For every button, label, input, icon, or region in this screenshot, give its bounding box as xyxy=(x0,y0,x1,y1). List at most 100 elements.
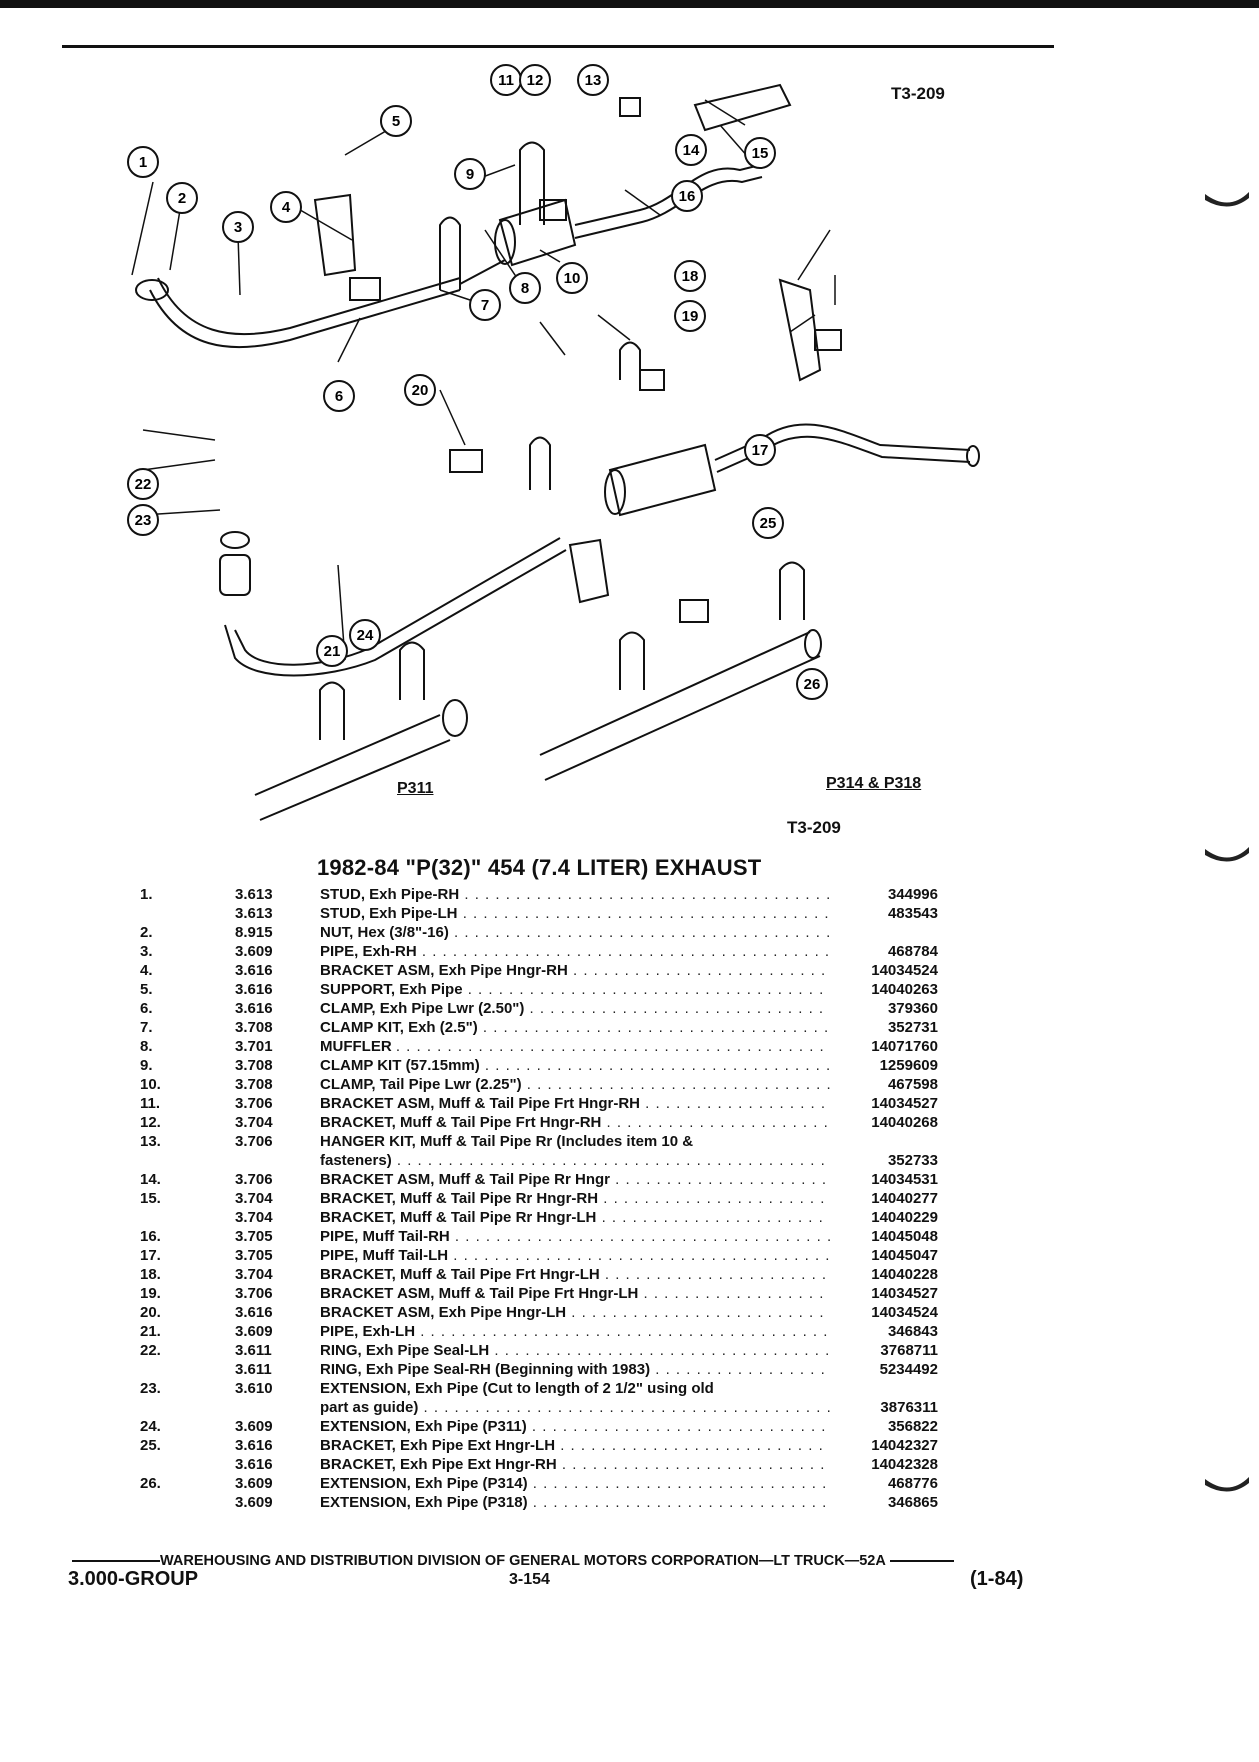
part-name: PIPE, xyxy=(320,943,359,960)
part-name: SUPPORT, xyxy=(320,981,396,998)
leader-dots: . . . . . . . . . . . . . . . . . . . . … xyxy=(467,981,830,998)
part-description: MUFFLER . . . . . . . . . . . . . . . . … xyxy=(320,1037,830,1056)
group-number: 3.609 xyxy=(235,1494,273,1511)
leader-dots: . . . . . . . . . . . . . . . . . . . . … xyxy=(395,1038,830,1055)
group-number: 3.616 xyxy=(235,981,273,998)
part-description: NUT, Hex (3/8"-16) . . . . . . . . . . .… xyxy=(320,923,830,942)
part-detail: Exh-RH xyxy=(362,943,417,960)
callout-12: 12 xyxy=(519,64,551,96)
svg-text:3: 3 xyxy=(234,219,242,236)
svg-text:4: 4 xyxy=(282,199,291,216)
part-number: 346843 xyxy=(887,1323,938,1340)
svg-text:13: 13 xyxy=(585,72,602,89)
item-number: 6. xyxy=(140,1000,153,1017)
callout-14: 14 xyxy=(675,134,707,166)
leader-dots: . . . . . . . . . . . . . . . . . . . . … xyxy=(655,1361,830,1378)
part-description: PIPE, Exh-LH . . . . . . . . . . . . . .… xyxy=(320,1322,830,1341)
leader-dots: . . . . . . . . . . . . . . . . . . . . … xyxy=(454,1228,830,1245)
leader-dots: . . . . . . . . . . . . . . . . . . . . … xyxy=(453,1247,830,1264)
part-detail: Exh Pipe xyxy=(399,981,463,998)
group-number: 3.616 xyxy=(235,1000,273,1017)
part-name: BRACKET ASM, xyxy=(320,962,435,979)
item-number: 7. xyxy=(140,1019,153,1036)
part-description: part as guide) . . . . . . . . . . . . .… xyxy=(320,1398,830,1417)
part-description: BRACKET, Muff & Tail Pipe Rr Hngr-LH . .… xyxy=(320,1208,830,1227)
binder-mark xyxy=(1205,847,1249,862)
group-number: 3.616 xyxy=(235,1437,273,1454)
part-detail: Exh Pipe Lwr (2.50") xyxy=(379,1000,525,1017)
callout-22: 22 xyxy=(127,468,159,500)
footer-division: WAREHOUSING AND DISTRIBUTION DIVISION OF… xyxy=(160,1553,886,1569)
part-name: PIPE, xyxy=(320,1323,359,1340)
part-number: 5234492 xyxy=(879,1361,938,1378)
part-number: 344996 xyxy=(887,886,938,903)
group-number: 3.706 xyxy=(235,1095,273,1112)
part-detail: Muff & Tail Pipe Rr Hngr-RH xyxy=(400,1190,599,1207)
part-name: BRACKET, xyxy=(320,1209,396,1226)
part-name: EXTENSION, xyxy=(320,1494,411,1511)
part-name: BRACKET ASM, xyxy=(320,1304,435,1321)
callout-3: 3 xyxy=(222,211,254,243)
leader-dots: . . . . . . . . . . . . . . . . . . . . … xyxy=(396,1152,830,1169)
part-name: CLAMP KIT, xyxy=(320,1019,404,1036)
footer-group: 3.000-GROUP xyxy=(68,1568,199,1590)
group-number: 3.609 xyxy=(235,1475,273,1492)
group-number: 3.610 xyxy=(235,1380,273,1397)
callout-15: 15 xyxy=(744,137,776,169)
rh-pipe xyxy=(149,289,461,349)
part-description: PIPE, Muff Tail-LH . . . . . . . . . . .… xyxy=(320,1246,830,1265)
item-number: 11. xyxy=(140,1095,161,1112)
part-detail: Tail Pipe Lwr (2.25") xyxy=(379,1076,522,1093)
lh-muffler xyxy=(608,443,717,517)
leader-dots: . . . . . . . . . . . . . . . . . . . . … xyxy=(571,1304,830,1321)
item-number: 9. xyxy=(140,1057,153,1074)
part-detail: Hex (3/8"-16) xyxy=(357,924,449,941)
callout-10: 10 xyxy=(556,262,588,294)
group-number: 3.609 xyxy=(235,1418,273,1435)
callout-20: 20 xyxy=(404,374,436,406)
part-description: HANGER KIT, Muff & Tail Pipe Rr (Include… xyxy=(320,1132,830,1151)
part-detail: Exh Pipe Ext Hngr-RH xyxy=(400,1456,557,1473)
group-number: 3.704 xyxy=(235,1266,273,1283)
svg-text:11: 11 xyxy=(498,72,514,89)
group-number: 3.701 xyxy=(235,1038,273,1055)
part-description: CLAMP KIT, Exh (2.5") . . . . . . . . . … xyxy=(320,1018,830,1037)
group-number: 3.708 xyxy=(235,1019,273,1036)
view-label-p314-p318: P314 & P318 xyxy=(826,775,922,792)
part-description: BRACKET ASM, Exh Pipe Hngr-RH . . . . . … xyxy=(320,961,830,980)
callout-13: 13 xyxy=(577,64,609,96)
leader-dots: . . . . . . . . . . . . . . . . . . . . … xyxy=(529,1000,830,1017)
svg-text:15: 15 xyxy=(752,145,769,162)
item-number: 15. xyxy=(140,1190,161,1207)
part-detail: Exh Pipe Hngr-RH xyxy=(438,962,568,979)
svg-text:12: 12 xyxy=(527,72,544,89)
callout-16: 16 xyxy=(671,180,703,212)
item-number: 5. xyxy=(140,981,153,998)
part-detail: Exh Pipe Seal-LH xyxy=(365,1342,490,1359)
item-number: 14. xyxy=(140,1171,161,1188)
part-number: 468784 xyxy=(887,943,938,960)
part-name: EXTENSION, xyxy=(320,1418,411,1435)
group-number: 3.708 xyxy=(235,1057,273,1074)
part-name: STUD, xyxy=(320,886,365,903)
part-name: PIPE, xyxy=(320,1228,359,1245)
part-description: BRACKET ASM, Exh Pipe Hngr-LH . . . . . … xyxy=(320,1303,830,1322)
part-detail: Exh Pipe Seal-RH (Beginning with 1983) xyxy=(365,1361,651,1378)
leader-dots: . . . . . . . . . . . . . . . . . . . . … xyxy=(532,1475,830,1492)
svg-text:9: 9 xyxy=(466,166,474,183)
figure-code-bottom: T3-209 xyxy=(787,818,841,837)
part-detail: Exh Pipe (Cut to length of 2 1/2" using … xyxy=(415,1380,714,1397)
part-number: 14040228 xyxy=(871,1266,938,1283)
item-number: 17. xyxy=(140,1247,161,1264)
group-number: 3.616 xyxy=(235,1456,273,1473)
leader-dots: . . . . . . . . . . . . . . . . . . . . … xyxy=(532,1494,830,1511)
item-number: 1. xyxy=(140,886,153,903)
